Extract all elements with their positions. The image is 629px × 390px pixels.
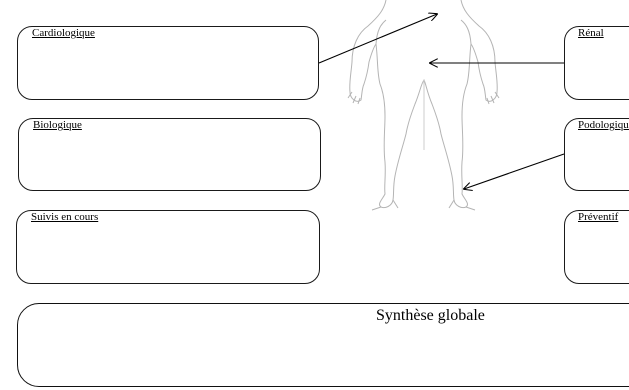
body-outline-icon bbox=[347, 0, 500, 211]
suivis-en-cours-label: Suivis en cours bbox=[31, 211, 99, 223]
podologique-label: Podologique bbox=[578, 119, 629, 131]
synthese-globale-title: Synthèse globale bbox=[376, 307, 485, 324]
preventif-label: Préventif bbox=[578, 211, 619, 223]
synthese-globale-box[interactable]: Synthèse globale bbox=[17, 303, 629, 387]
cardiologique-label: Cardiologique bbox=[32, 27, 95, 39]
podologique-box[interactable]: Podologique bbox=[564, 118, 629, 191]
preventif-box[interactable]: Préventif bbox=[564, 210, 629, 284]
biologique-label: Biologique bbox=[33, 119, 82, 131]
biologique-box[interactable]: Biologique bbox=[18, 118, 321, 191]
renal-box[interactable]: Rénal bbox=[564, 26, 629, 100]
suivis-en-cours-box[interactable]: Suivis en cours bbox=[16, 210, 320, 284]
cardiologique-box[interactable]: Cardiologique bbox=[17, 26, 319, 100]
arrow-icon bbox=[318, 14, 565, 189]
renal-label: Rénal bbox=[578, 27, 604, 39]
